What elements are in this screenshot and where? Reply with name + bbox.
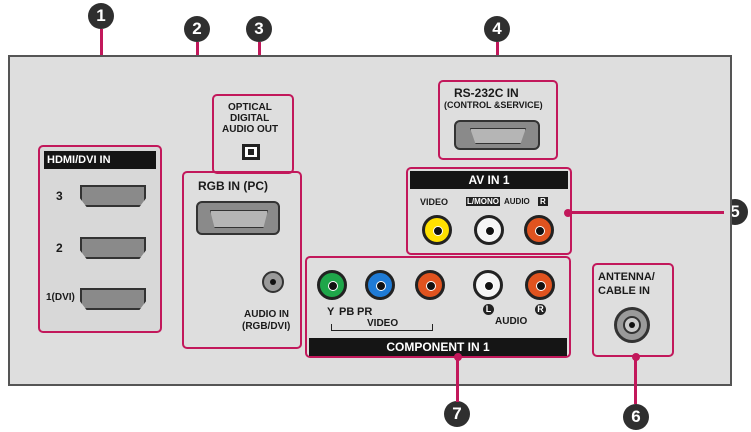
leader-line-5 (566, 211, 724, 214)
callout-1: 1 (88, 3, 114, 29)
tv-back-panel: HDMI/DVI IN 3 2 1(DVI) RGB IN (PC) AUDIO… (8, 55, 732, 386)
rgb-title: RGB IN (PC) (198, 179, 268, 193)
leader-line-6 (634, 357, 637, 404)
component-title: COMPONENT IN 1 (309, 338, 567, 356)
leader-line-7 (456, 356, 459, 402)
leader-dot-7 (454, 353, 462, 361)
hdmi-title: HDMI/DVI IN (44, 151, 156, 169)
component-r-label: R (535, 304, 546, 315)
vga-port-inner (210, 210, 268, 228)
audio-in-label: AUDIO IN (244, 309, 289, 320)
hdmi-port-3-label: 3 (56, 189, 63, 203)
optical-line1: OPTICAL (228, 102, 272, 113)
antenna-group: ANTENNA/ CABLE IN (592, 263, 674, 357)
optical-group: OPTICAL DIGITAL AUDIO OUT (212, 94, 294, 174)
rs232-title: RS-232C IN (454, 86, 519, 100)
av-video-label: VIDEO (420, 197, 449, 207)
av-audio-right-jack[interactable] (524, 215, 554, 245)
av-video-jack[interactable] (422, 215, 452, 245)
av-mono-label: L/MONO (466, 197, 500, 206)
av-audio-label: AUDIO (504, 197, 530, 206)
component-y-jack[interactable] (317, 270, 347, 300)
leader-dot-5 (564, 209, 572, 217)
leader-dot-6 (632, 353, 640, 361)
rs232-port-inner (470, 128, 526, 144)
rgb-group: RGB IN (PC) AUDIO IN (RGB/DVI) (182, 171, 302, 349)
hdmi-group: HDMI/DVI IN 3 2 1(DVI) (38, 145, 162, 333)
hdmi-port-1-label: 1(DVI) (46, 292, 75, 303)
antenna-coax-port[interactable] (614, 307, 650, 343)
component-pr-jack[interactable] (415, 270, 445, 300)
optical-port[interactable] (242, 144, 260, 160)
audio-in-jack[interactable] (262, 271, 284, 293)
component-in-group: Y PB PR VIDEO L R AUDIO COMPONENT IN 1 (305, 256, 571, 358)
component-pb-label: PB (339, 306, 355, 318)
component-pr-label: PR (357, 306, 373, 318)
antenna-line1: ANTENNA/ (598, 271, 655, 283)
component-y-label: Y (327, 306, 335, 318)
optical-line3: AUDIO OUT (222, 124, 279, 135)
component-audio-left-jack[interactable] (473, 270, 503, 300)
rs232-group: RS-232C IN (CONTROL &SERVICE) (438, 80, 558, 160)
rs232-port[interactable] (454, 120, 540, 150)
callout-3: 3 (246, 16, 272, 42)
callout-2: 2 (184, 16, 210, 42)
component-pb-jack[interactable] (365, 270, 395, 300)
av-audio-left-jack[interactable] (474, 215, 504, 245)
hdmi-port-3[interactable] (80, 185, 146, 207)
av-in-group: AV IN 1 VIDEO L/MONO AUDIO R (406, 167, 572, 255)
callout-6: 6 (623, 404, 649, 430)
component-audio-right-jack[interactable] (525, 270, 555, 300)
component-video-bracket (331, 324, 433, 331)
vga-port[interactable] (196, 201, 280, 235)
hdmi-port-2-label: 2 (56, 241, 63, 255)
av-r-label: R (538, 197, 548, 206)
antenna-coax-pin (629, 322, 635, 328)
optical-port-inner (248, 149, 254, 155)
hdmi-port-2[interactable] (80, 237, 146, 259)
antenna-line2: CABLE IN (598, 285, 650, 297)
component-video-label: VIDEO (367, 318, 399, 329)
audio-in-jack-hole (270, 279, 276, 285)
av-in-title: AV IN 1 (410, 171, 568, 189)
optical-line2: DIGITAL (230, 113, 270, 124)
rs232-subtitle: (CONTROL &SERVICE) (444, 100, 543, 110)
component-l-label: L (483, 304, 494, 315)
callout-7: 7 (444, 401, 470, 427)
callout-4: 4 (484, 16, 510, 42)
component-audio-label: AUDIO (495, 316, 528, 327)
hdmi-port-1-dvi[interactable] (80, 288, 146, 310)
audio-in-sublabel: (RGB/DVI) (242, 321, 291, 332)
